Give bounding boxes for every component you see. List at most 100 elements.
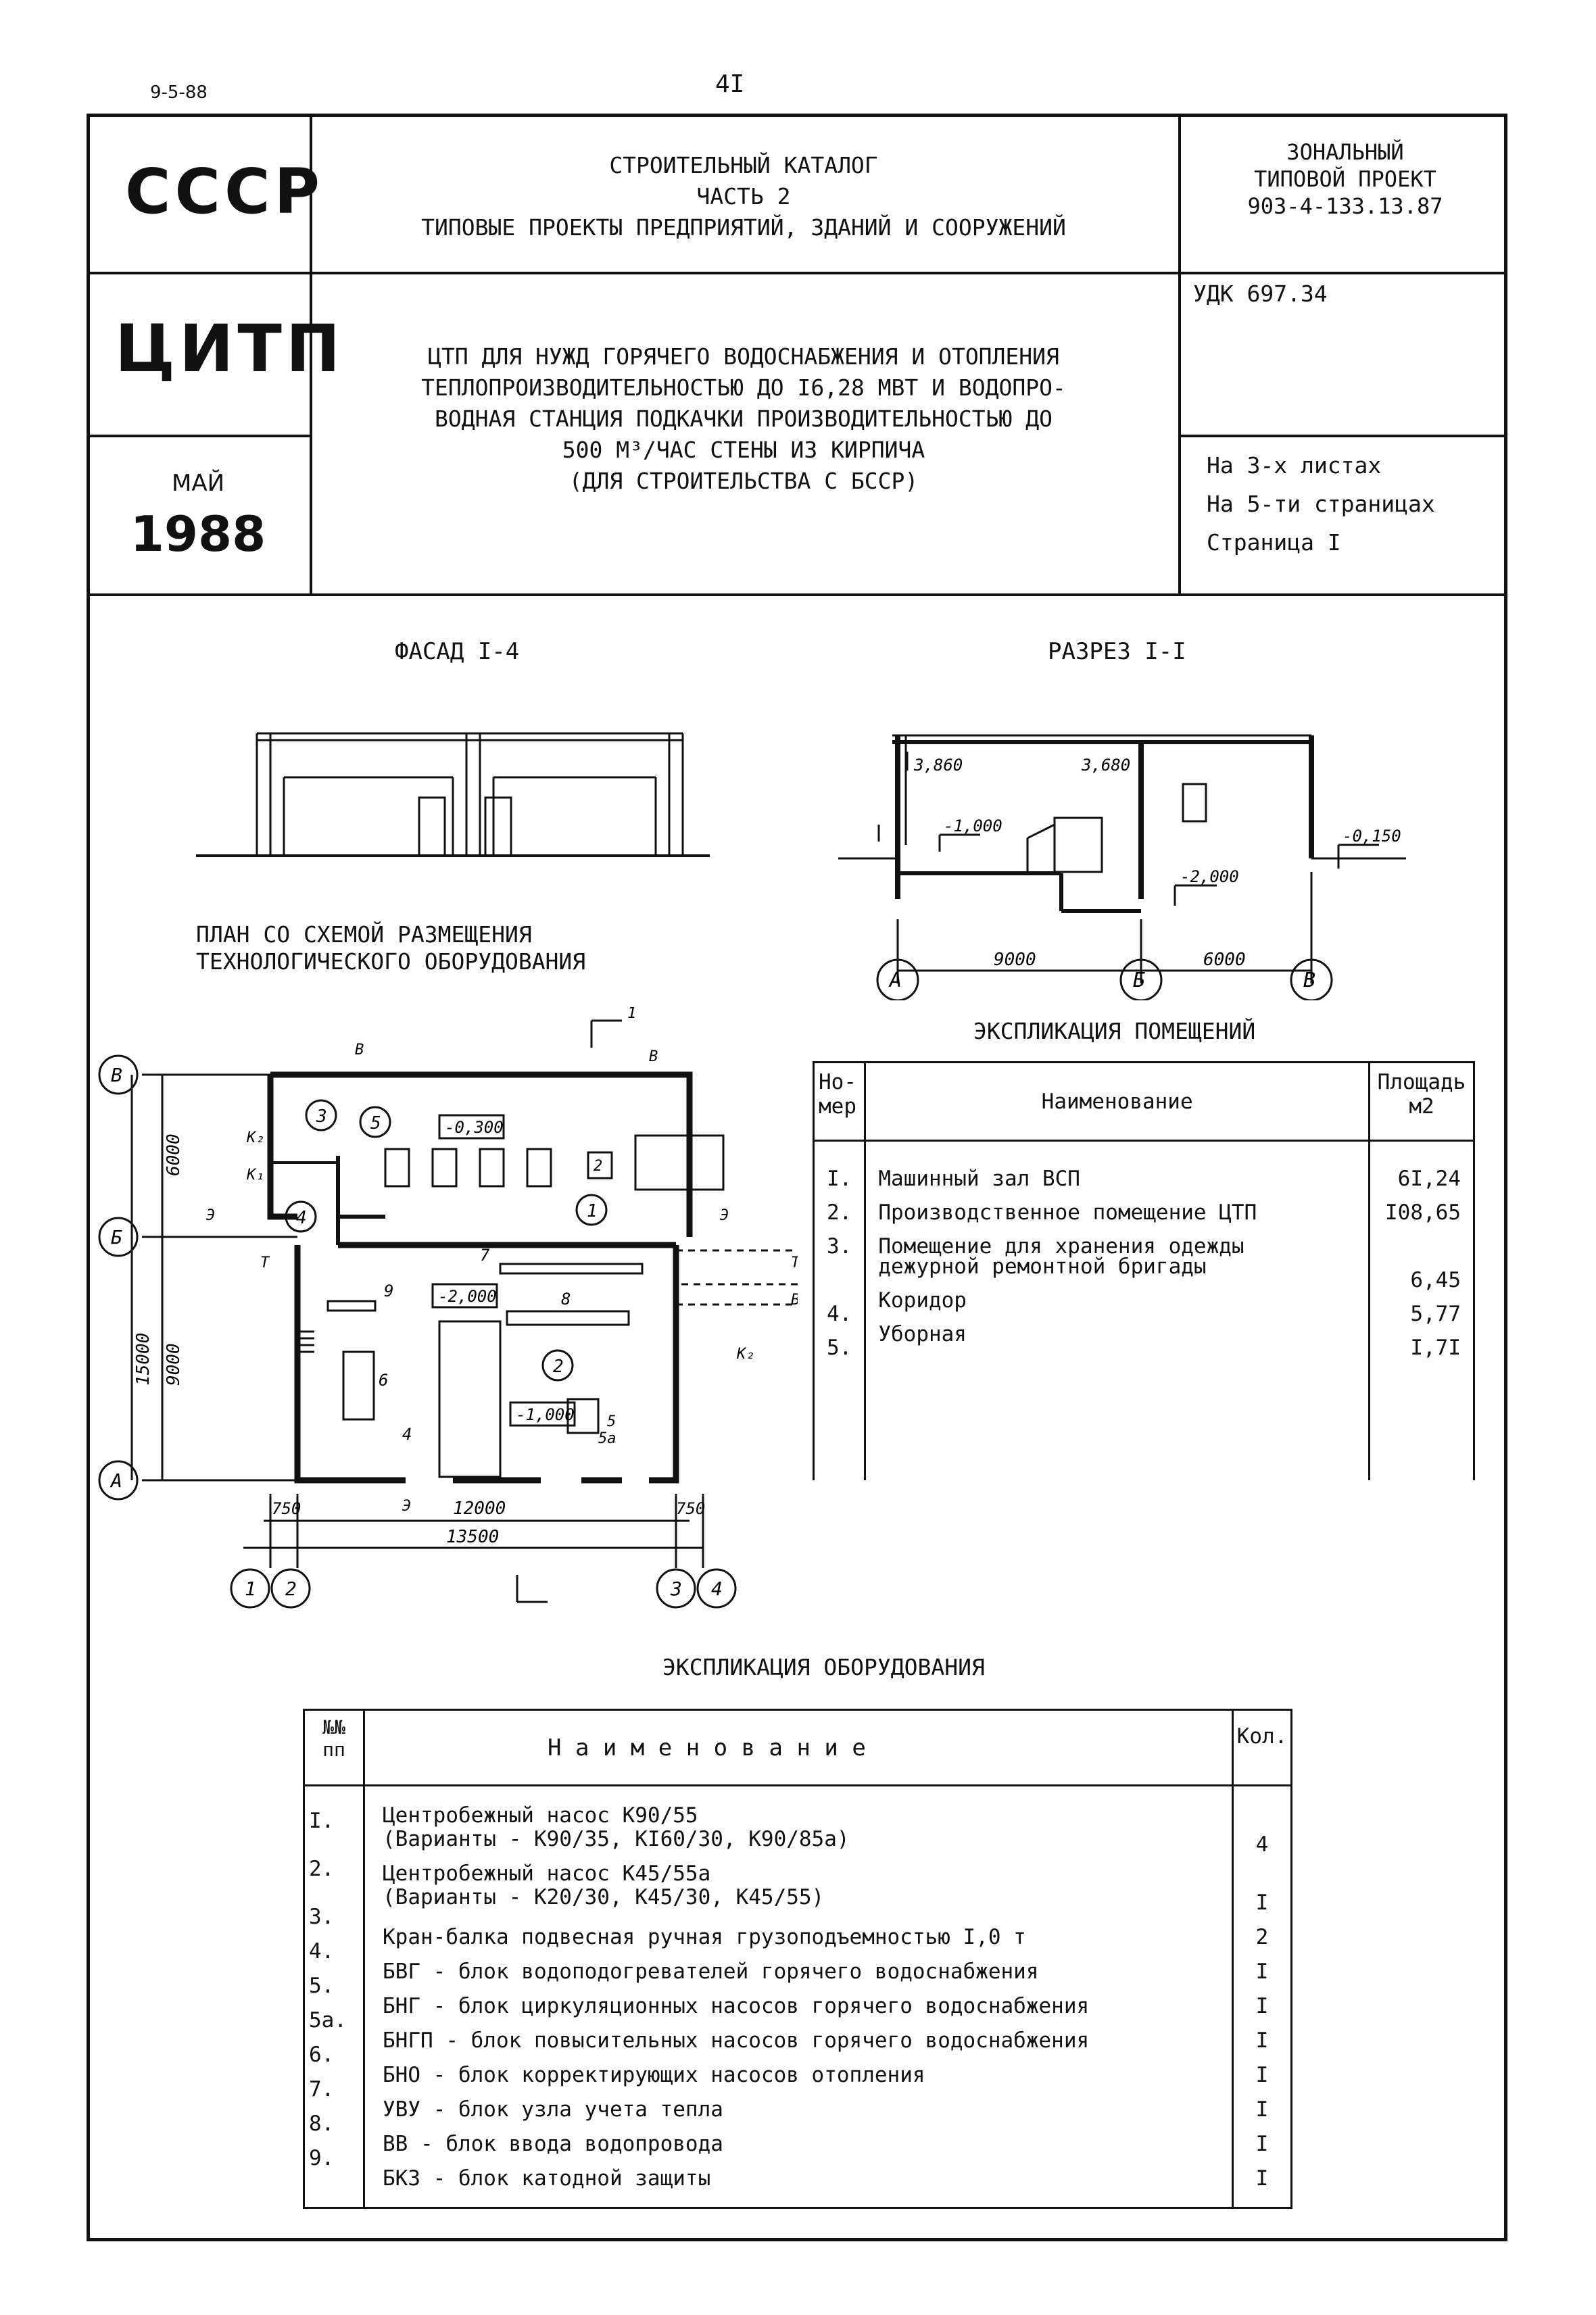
axis-number: 2 [285, 1578, 297, 1600]
cell: 4. [827, 1302, 852, 1326]
project-line: ТИПОВОЙ ПРОЕКТ [1254, 166, 1436, 192]
level-label: -1,000 [516, 1405, 575, 1424]
cell: I [1255, 2028, 1269, 2053]
cell: Центробежный насос К90/55 (Варианты - К9… [383, 1803, 850, 1851]
sheet-count: На 3-х листах [1207, 452, 1382, 479]
plan-title-line: ТЕХНОЛОГИЧЕСКОГО ОБОРУДОВАНИЯ [196, 948, 586, 975]
catalog-header: СТРОИТЕЛЬНЫЙ КАТАЛОГ ЧАСТЬ 2 ТИПОВЫЕ ПРО… [318, 150, 1169, 243]
cell: БНО - блок корректирующих насосов отопле… [383, 2063, 925, 2087]
axis-letter: А [888, 969, 902, 992]
plan-drawing: -0,300 -2,000 -1,000 6000 9000 15000 120… [98, 1007, 798, 1609]
pipe-label: Т [260, 1254, 270, 1271]
pipe-label: В [791, 1292, 798, 1309]
pipe-label: К₂ [246, 1129, 265, 1146]
divider [87, 435, 310, 437]
page-index: Страница I [1207, 529, 1341, 556]
plan-title: ПЛАН СО СХЕМОЙ РАЗМЕЩЕНИЯ ТЕХНОЛОГИЧЕСКО… [196, 921, 585, 975]
equipment-number: 5 [607, 1413, 616, 1430]
room-areas: 6I,24 I08,65 6,45 5,77 I,7I [1368, 1140, 1475, 1480]
cell: Производственное помещение ЦТП [878, 1200, 1257, 1225]
cell: I [1255, 2097, 1269, 2122]
equipment-number: 7 [480, 1246, 490, 1265]
cell: 4 [1255, 1832, 1269, 1857]
cell: 5. [827, 1336, 852, 1360]
project-line: ЗОНАЛЬНЫЙ [1286, 139, 1404, 165]
cell: 6,45 [1410, 1268, 1461, 1292]
col-header-number: №№ пп [303, 1709, 365, 1786]
org-country: СССР [125, 155, 324, 228]
cell: 3. [309, 1905, 335, 1929]
table-row: I. 2. 3. 4. 5. Машинный зал ВСП Производ… [812, 1140, 1475, 1480]
stamp-date: 9-5-88 [150, 82, 208, 103]
level-label: -2,000 [438, 1287, 497, 1306]
axis-letter: Б [1133, 969, 1145, 992]
dimension-label: 750 [676, 1499, 705, 1518]
title-line: ВОДНАЯ СТАНЦИЯ ПОДКАЧКИ ПРОИЗВОДИТЕЛЬНОС… [435, 406, 1053, 432]
cell: БНГП - блок повысительных насосов горяче… [383, 2028, 1090, 2053]
project-line: 903-4-133.13.87 [1247, 193, 1443, 219]
cell: I. [309, 1809, 335, 1833]
cell: I [1255, 1959, 1269, 1984]
divider [87, 272, 1507, 274]
cell: УВУ - блок узла учета тепла [383, 2097, 723, 2122]
cell: I [1255, 2132, 1269, 2156]
dimension-label: 6000 [164, 1134, 184, 1176]
equipment-numbers: I. 2. 3. 4. 5. 5а. 6. 7. 8. 9. [303, 1784, 365, 2209]
table-row: I. 2. 3. 4. 5. 5а. 6. 7. 8. 9. Центробеж… [303, 1784, 1292, 2209]
cell: I [1255, 2063, 1269, 2087]
cell: БВГ - блок водоподогревателей горячего в… [383, 1959, 1039, 1984]
cell: I08,65 [1385, 1200, 1461, 1225]
catalog-line: ТИПОВЫЕ ПРОЕКТЫ ПРЕДПРИЯТИЙ, ЗДАНИЙ И СО… [421, 214, 1066, 241]
cell: Центробежный насос К45/55а (Варианты - К… [383, 1861, 825, 1909]
equipment-qty: 4 I 2 I I I I I I I [1232, 1784, 1292, 2209]
cell: 5. [309, 1974, 335, 1998]
title-line: ТЕПЛОПРОИЗВОДИТЕЛЬНОСТЬЮ ДО I6,28 МВТ И … [421, 374, 1066, 401]
elevation-label: -0,150 [1343, 827, 1401, 846]
project-code: ЗОНАЛЬНЫЙ ТИПОВОЙ ПРОЕКТ 903-4-133.13.87 [1190, 139, 1501, 220]
cell: БНГ - блок циркуляционных насосов горяче… [383, 1994, 1090, 2018]
cell: 8. [309, 2112, 335, 2136]
cell: I [1255, 1994, 1269, 2018]
pipe-label: Э [206, 1207, 215, 1224]
room-number: 5 [370, 1113, 381, 1134]
catalog-line: ЧАСТЬ 2 [696, 183, 791, 210]
section-drawing: 3,860 3,680 -1,000 -0,150 -2,000 9000 60… [838, 734, 1406, 1000]
pipe-label: Т [791, 1254, 798, 1271]
title-line: 500 М³/ЧАС СТЕНЫ ИЗ КИРПИЧА [562, 437, 925, 463]
dimension-label: 9000 [994, 950, 1036, 970]
dimension-label: 750 [272, 1499, 301, 1518]
rooms-table-title: ЭКСПЛИКАЦИЯ ПОМЕЩЕНИЙ [973, 1018, 1256, 1044]
pipe-label: В [649, 1048, 658, 1065]
room-names: Машинный зал ВСП Производственное помеще… [864, 1140, 1370, 1480]
elevation-label: -2,000 [1180, 867, 1239, 886]
axis-letter: А [110, 1469, 122, 1492]
dimension-label: 15000 [133, 1333, 153, 1386]
col-header-qty: Кол. [1232, 1709, 1292, 1786]
axis-number: 1 [245, 1578, 256, 1600]
cell: I. [827, 1167, 852, 1191]
udk-code: УДК 697.34 [1193, 281, 1328, 307]
cell [1382, 1229, 1461, 1263]
equipment-number: 4 [402, 1425, 412, 1444]
catalog-line: СТРОИТЕЛЬНЫЙ КАТАЛОГ [609, 152, 878, 178]
cell: 2 [1255, 1925, 1269, 1949]
title-line: (ДЛЯ СТРОИТЕЛЬСТВА С БССР) [569, 468, 919, 494]
equipment-number: 2 [594, 1158, 602, 1175]
equipment-number: 5а [598, 1430, 616, 1447]
cell: Коридор [878, 1288, 967, 1313]
col-header-number: Но- мер [812, 1061, 867, 1142]
col-header-name: Наименование [864, 1061, 1370, 1142]
pipe-label: Э [720, 1207, 729, 1224]
room-number: 1 [587, 1201, 598, 1221]
cell: I [1255, 1891, 1269, 1915]
page-number: 4I [715, 70, 745, 98]
cell: 5,77 [1410, 1302, 1461, 1326]
room-numbers: I. 2. 3. 4. 5. [812, 1140, 867, 1480]
cell [309, 1838, 359, 1852]
cell: Машинный зал ВСП [878, 1167, 1080, 1191]
org-name: ЦИТП [115, 311, 345, 387]
divider [1178, 114, 1181, 595]
equipment-table-title: ЭКСПЛИКАЦИЯ ОБОРУДОВАНИЯ [662, 1654, 985, 1680]
cell: ВВ - блок ввода водопровода [383, 2132, 723, 2156]
dimension-label: 12000 [453, 1498, 506, 1519]
